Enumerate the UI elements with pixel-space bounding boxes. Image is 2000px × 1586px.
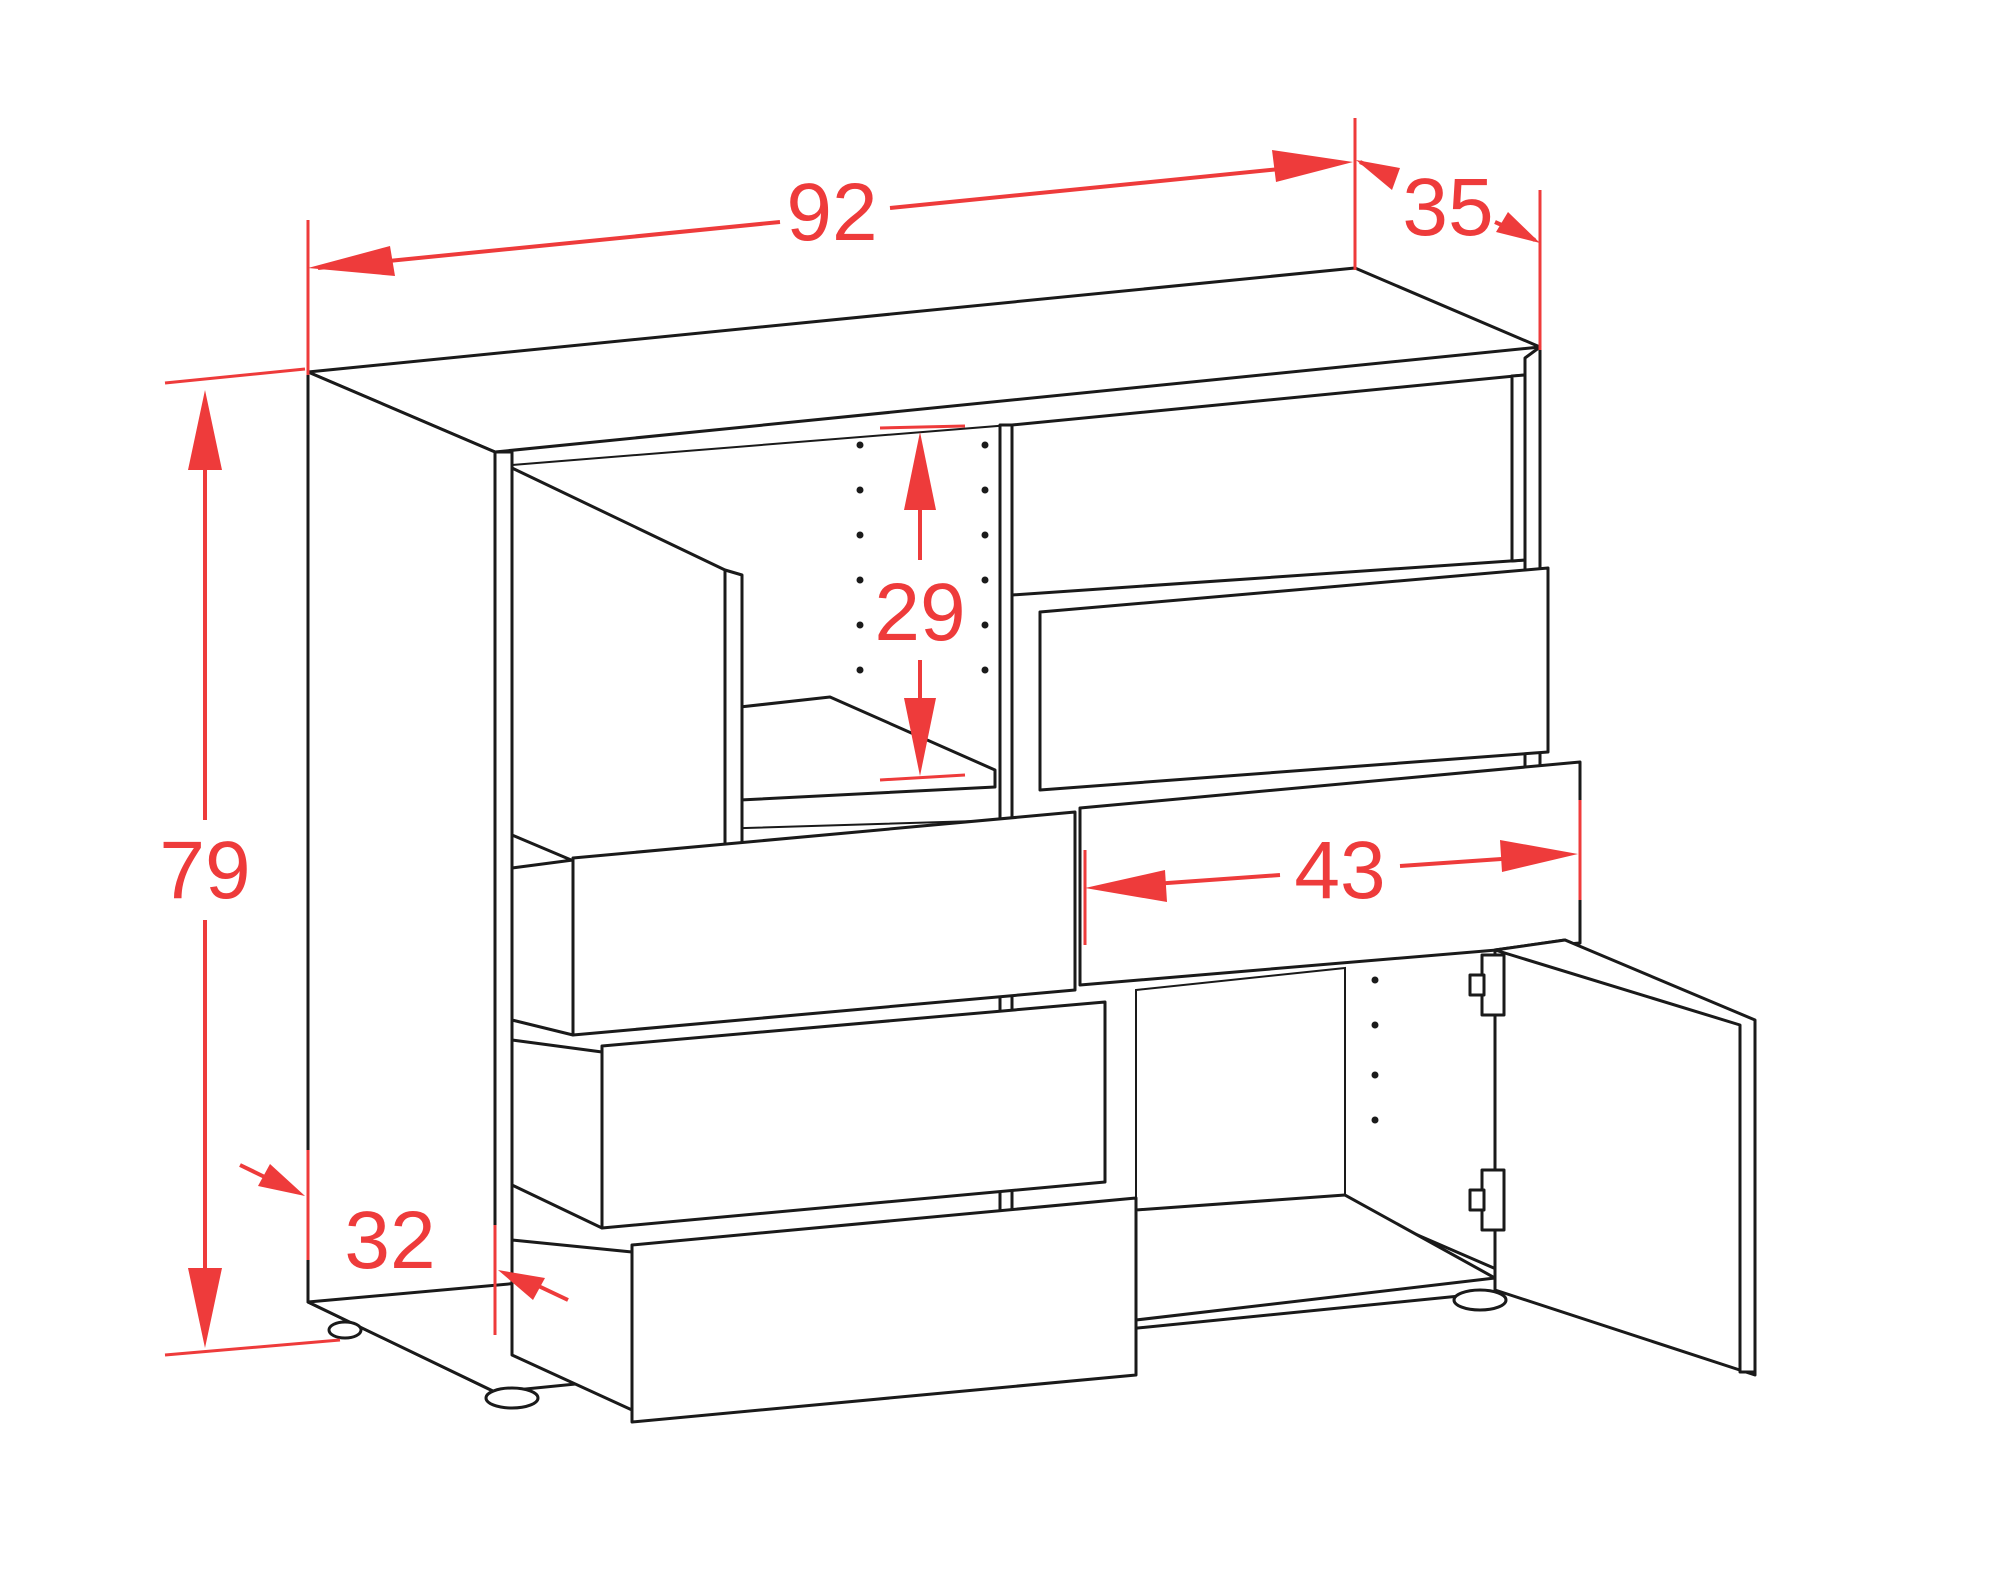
dimension-height: 79 [159, 367, 341, 1357]
depth-label: 35 [1402, 162, 1493, 253]
hinge-upper [1468, 953, 1506, 1017]
compartment-shelf [738, 695, 997, 802]
drawer-right-3 [1078, 760, 1582, 987]
width-label: 92 [786, 167, 877, 258]
hinge-lower [1468, 1168, 1506, 1232]
dimension-depth: 35 [1356, 160, 1542, 350]
drawer-right-1-edge [1510, 373, 1527, 563]
drawer-left-2 [600, 1000, 1107, 1230]
drawer-right-2 [1038, 566, 1550, 792]
compartment-height-label: 29 [874, 567, 965, 658]
dimension-width: 92 [306, 118, 1357, 375]
drawer-left-1-side [510, 858, 575, 1037]
drawer-left-3 [630, 1196, 1138, 1424]
open-door-right-front [1493, 938, 1757, 1374]
drawer-left-2-side [510, 1038, 604, 1230]
front-left-edge [493, 450, 514, 1394]
shelf-holes [856, 441, 1379, 1124]
dimension-drawer-width: 43 [1083, 800, 1582, 945]
lower-right-compartment [1135, 966, 1346, 1212]
foot-front-right [1452, 1288, 1508, 1312]
dimension-side-depth: 32 [239, 1150, 569, 1335]
foot-back-left [327, 1320, 363, 1340]
sideboard-cabinet [306, 266, 1757, 1424]
drawer-width-label: 43 [1294, 825, 1385, 916]
dimension-compartment-height: 29 [874, 424, 966, 782]
height-label: 79 [159, 825, 250, 916]
drawer-right-1 [1010, 373, 1527, 597]
side-depth-label: 32 [344, 1195, 435, 1286]
foot-front-left [484, 1386, 540, 1410]
